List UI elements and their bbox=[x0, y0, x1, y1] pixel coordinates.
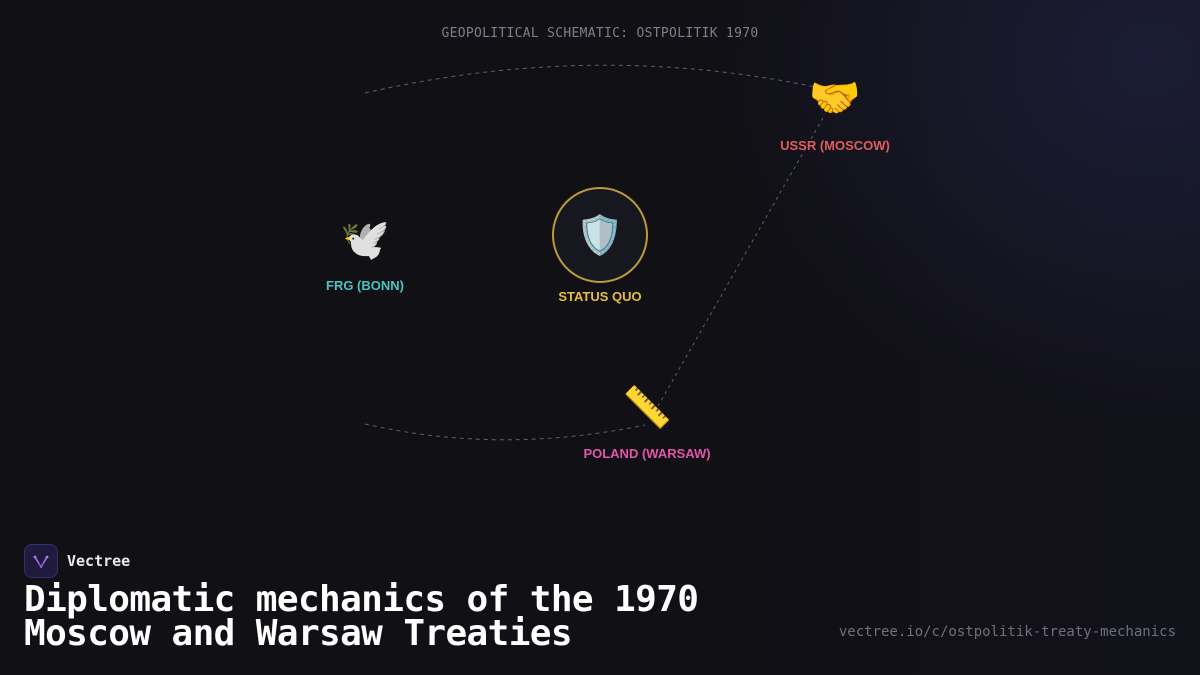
status-quo-hub: 🛡️ bbox=[552, 187, 648, 283]
ruler-icon: 📏 bbox=[622, 385, 672, 431]
brand[interactable]: Vectree bbox=[24, 544, 130, 578]
node-status-quo-label: STATUS QUO bbox=[558, 289, 642, 304]
node-poland: 📏 POLAND (WARSAW) bbox=[567, 384, 727, 461]
node-ussr-label: USSR (MOSCOW) bbox=[780, 138, 890, 153]
headline-line-1: Diplomatic mechanics of the 1970 bbox=[24, 579, 699, 620]
arc-top-frg-to-ussr bbox=[364, 64, 821, 94]
node-frg: 🕊️ FRG (BONN) bbox=[295, 216, 435, 293]
brand-name: Vectree bbox=[67, 552, 131, 570]
schematic-title: GEOPOLITICAL SCHEMATIC: OSTPOLITIK 1970 bbox=[441, 26, 759, 41]
shield-icon: 🛡️ bbox=[576, 212, 624, 257]
headline-line-2: Moscow and Warsaw Treaties bbox=[24, 613, 573, 654]
vectree-logo-icon bbox=[24, 544, 58, 578]
node-frg-label: FRG (BONN) bbox=[326, 278, 404, 293]
source-url[interactable]: vectree.io/c/ostpolitik-treaty-mechanics bbox=[838, 624, 1176, 640]
node-status-quo: 🛡️ STATUS QUO bbox=[520, 187, 680, 304]
handshake-icon: 🤝 bbox=[808, 73, 862, 122]
page-headline: Diplomatic mechanics of the 1970 Moscow … bbox=[24, 582, 784, 654]
dove-icon: 🕊️ bbox=[340, 217, 390, 263]
node-poland-label: POLAND (WARSAW) bbox=[583, 446, 711, 461]
node-ussr: 🤝 USSR (MOSCOW) bbox=[755, 73, 915, 154]
arc-bottom-frg-to-poland bbox=[364, 423, 646, 441]
line-ussr-to-poland bbox=[649, 117, 824, 421]
